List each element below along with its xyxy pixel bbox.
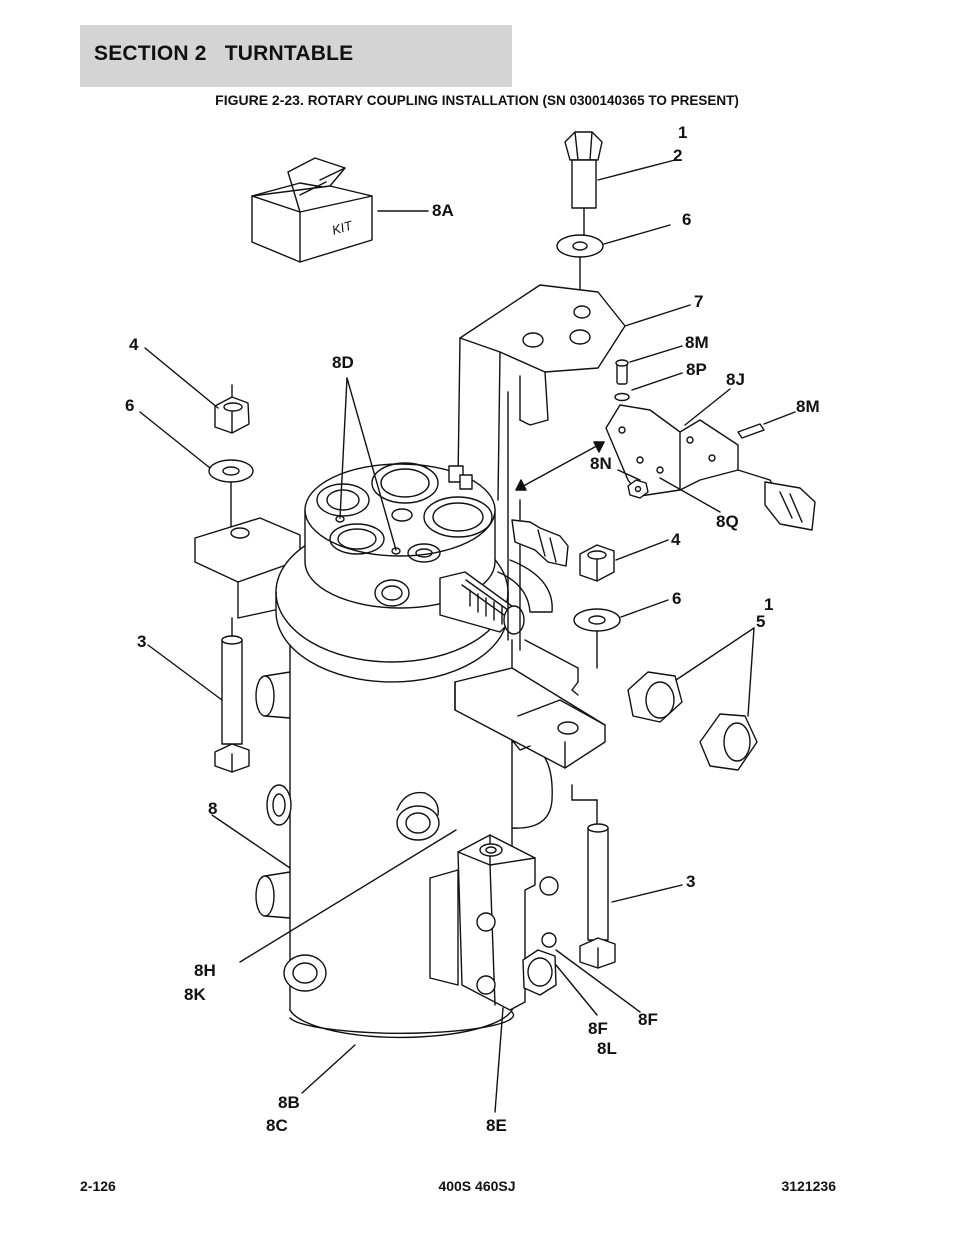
stud-right-icon <box>579 823 616 969</box>
callout-8k: 8K <box>184 985 206 1004</box>
page-number: 2-126 <box>80 1178 116 1194</box>
callout-7: 7 <box>694 292 703 311</box>
nut-right-icon <box>579 544 615 582</box>
callout-2: 2 <box>673 146 682 165</box>
leader-8f-b <box>555 949 641 1013</box>
callout-8b: 8B <box>278 1093 300 1112</box>
right-lug-icon <box>454 667 606 769</box>
small-bolt-icon <box>615 359 629 385</box>
callout-8p: 8P <box>686 360 707 379</box>
callout-4-left: 4 <box>129 335 139 354</box>
leader-3-right <box>611 884 683 903</box>
leader-6-top <box>603 224 671 245</box>
kit-label: KIT <box>330 217 355 237</box>
large-nut-1-icon <box>627 671 683 723</box>
washer-left-icon <box>208 459 254 483</box>
callout-8n: 8N <box>590 454 612 473</box>
small-screw-icon <box>737 423 765 439</box>
leader-6-left <box>139 411 211 469</box>
callout-8f-a: 8F <box>588 1019 608 1038</box>
callout-1-right: 1 <box>764 595 773 614</box>
large-nut-2-icon <box>699 713 758 771</box>
leader-8 <box>211 814 291 869</box>
double-arrow-icon <box>515 441 605 491</box>
leader-5b <box>747 627 755 717</box>
leader-3-left <box>147 644 223 701</box>
leader-8h <box>239 829 457 963</box>
figure-caption: FIGURE 2-23. ROTARY COUPLING INSTALLATIO… <box>0 92 954 108</box>
leader-8m-a <box>629 345 683 363</box>
callout-8m-a: 8M <box>685 333 709 352</box>
model-name: 400S 460SJ <box>438 1178 516 1194</box>
rotary-coupling-body <box>194 462 553 1039</box>
leader-8b <box>301 1044 356 1094</box>
leader-8j <box>684 388 731 426</box>
bolt-top-icon <box>564 131 603 209</box>
section-title: SECTION 2 TURNTABLE <box>94 42 354 65</box>
kit-box-icon <box>251 157 373 263</box>
leader-4-left <box>144 347 219 409</box>
callout-8j: 8J <box>726 370 745 389</box>
callout-8c: 8C <box>266 1116 288 1135</box>
leader-8f-a <box>555 964 598 1016</box>
washer-right-icon <box>573 608 621 632</box>
leader-2 <box>597 159 676 181</box>
callout-4-right: 4 <box>671 530 681 549</box>
callout-8m-b: 8M <box>796 397 820 416</box>
callout-6-left: 6 <box>125 396 134 415</box>
valve-block-icon <box>429 834 559 1011</box>
callout-8e: 8E <box>486 1116 507 1135</box>
switch-bracket-icon <box>605 404 816 531</box>
connector-icon <box>511 519 569 567</box>
callout-6-right: 6 <box>672 589 681 608</box>
leader-5a <box>675 627 755 681</box>
small-washer-icon <box>614 392 630 402</box>
leader-8m-b <box>763 411 796 425</box>
callout-5: 5 <box>756 612 765 631</box>
callout-8q: 8Q <box>716 512 739 531</box>
leader-8d-b <box>346 377 397 551</box>
stud-left-icon <box>214 635 250 773</box>
washer-top-icon <box>556 234 604 258</box>
leader-8p <box>631 372 683 391</box>
callout-3-left: 3 <box>137 632 146 651</box>
leader-8q <box>659 477 721 513</box>
document-number: 3121236 <box>781 1178 836 1194</box>
callout-6-top: 6 <box>682 210 691 229</box>
figure-number: FIGURE 2-23. <box>215 92 304 108</box>
callout-8f-b: 8F <box>638 1010 658 1029</box>
section-banner: SECTION 2 TURNTABLE <box>80 25 512 87</box>
callout-8: 8 <box>208 799 217 818</box>
callout-8h: 8H <box>194 961 216 980</box>
leader-6-right <box>620 599 669 618</box>
leader-8e <box>494 1007 504 1113</box>
callout-8d: 8D <box>332 353 354 372</box>
leader-4-right <box>615 539 669 561</box>
figure-title: ROTARY COUPLING INSTALLATION (SN 0300140… <box>307 93 739 108</box>
nut-left-icon <box>214 396 250 434</box>
leader-7 <box>624 304 691 327</box>
callout-3-right: 3 <box>686 872 695 891</box>
leader-8d-a <box>339 377 348 519</box>
callout-1-top: 1 <box>678 123 687 142</box>
nut-small-icon <box>627 479 649 499</box>
o-ring-icon <box>289 1011 515 1034</box>
callout-8a: 8A <box>432 201 454 220</box>
callout-8l: 8L <box>597 1039 617 1058</box>
